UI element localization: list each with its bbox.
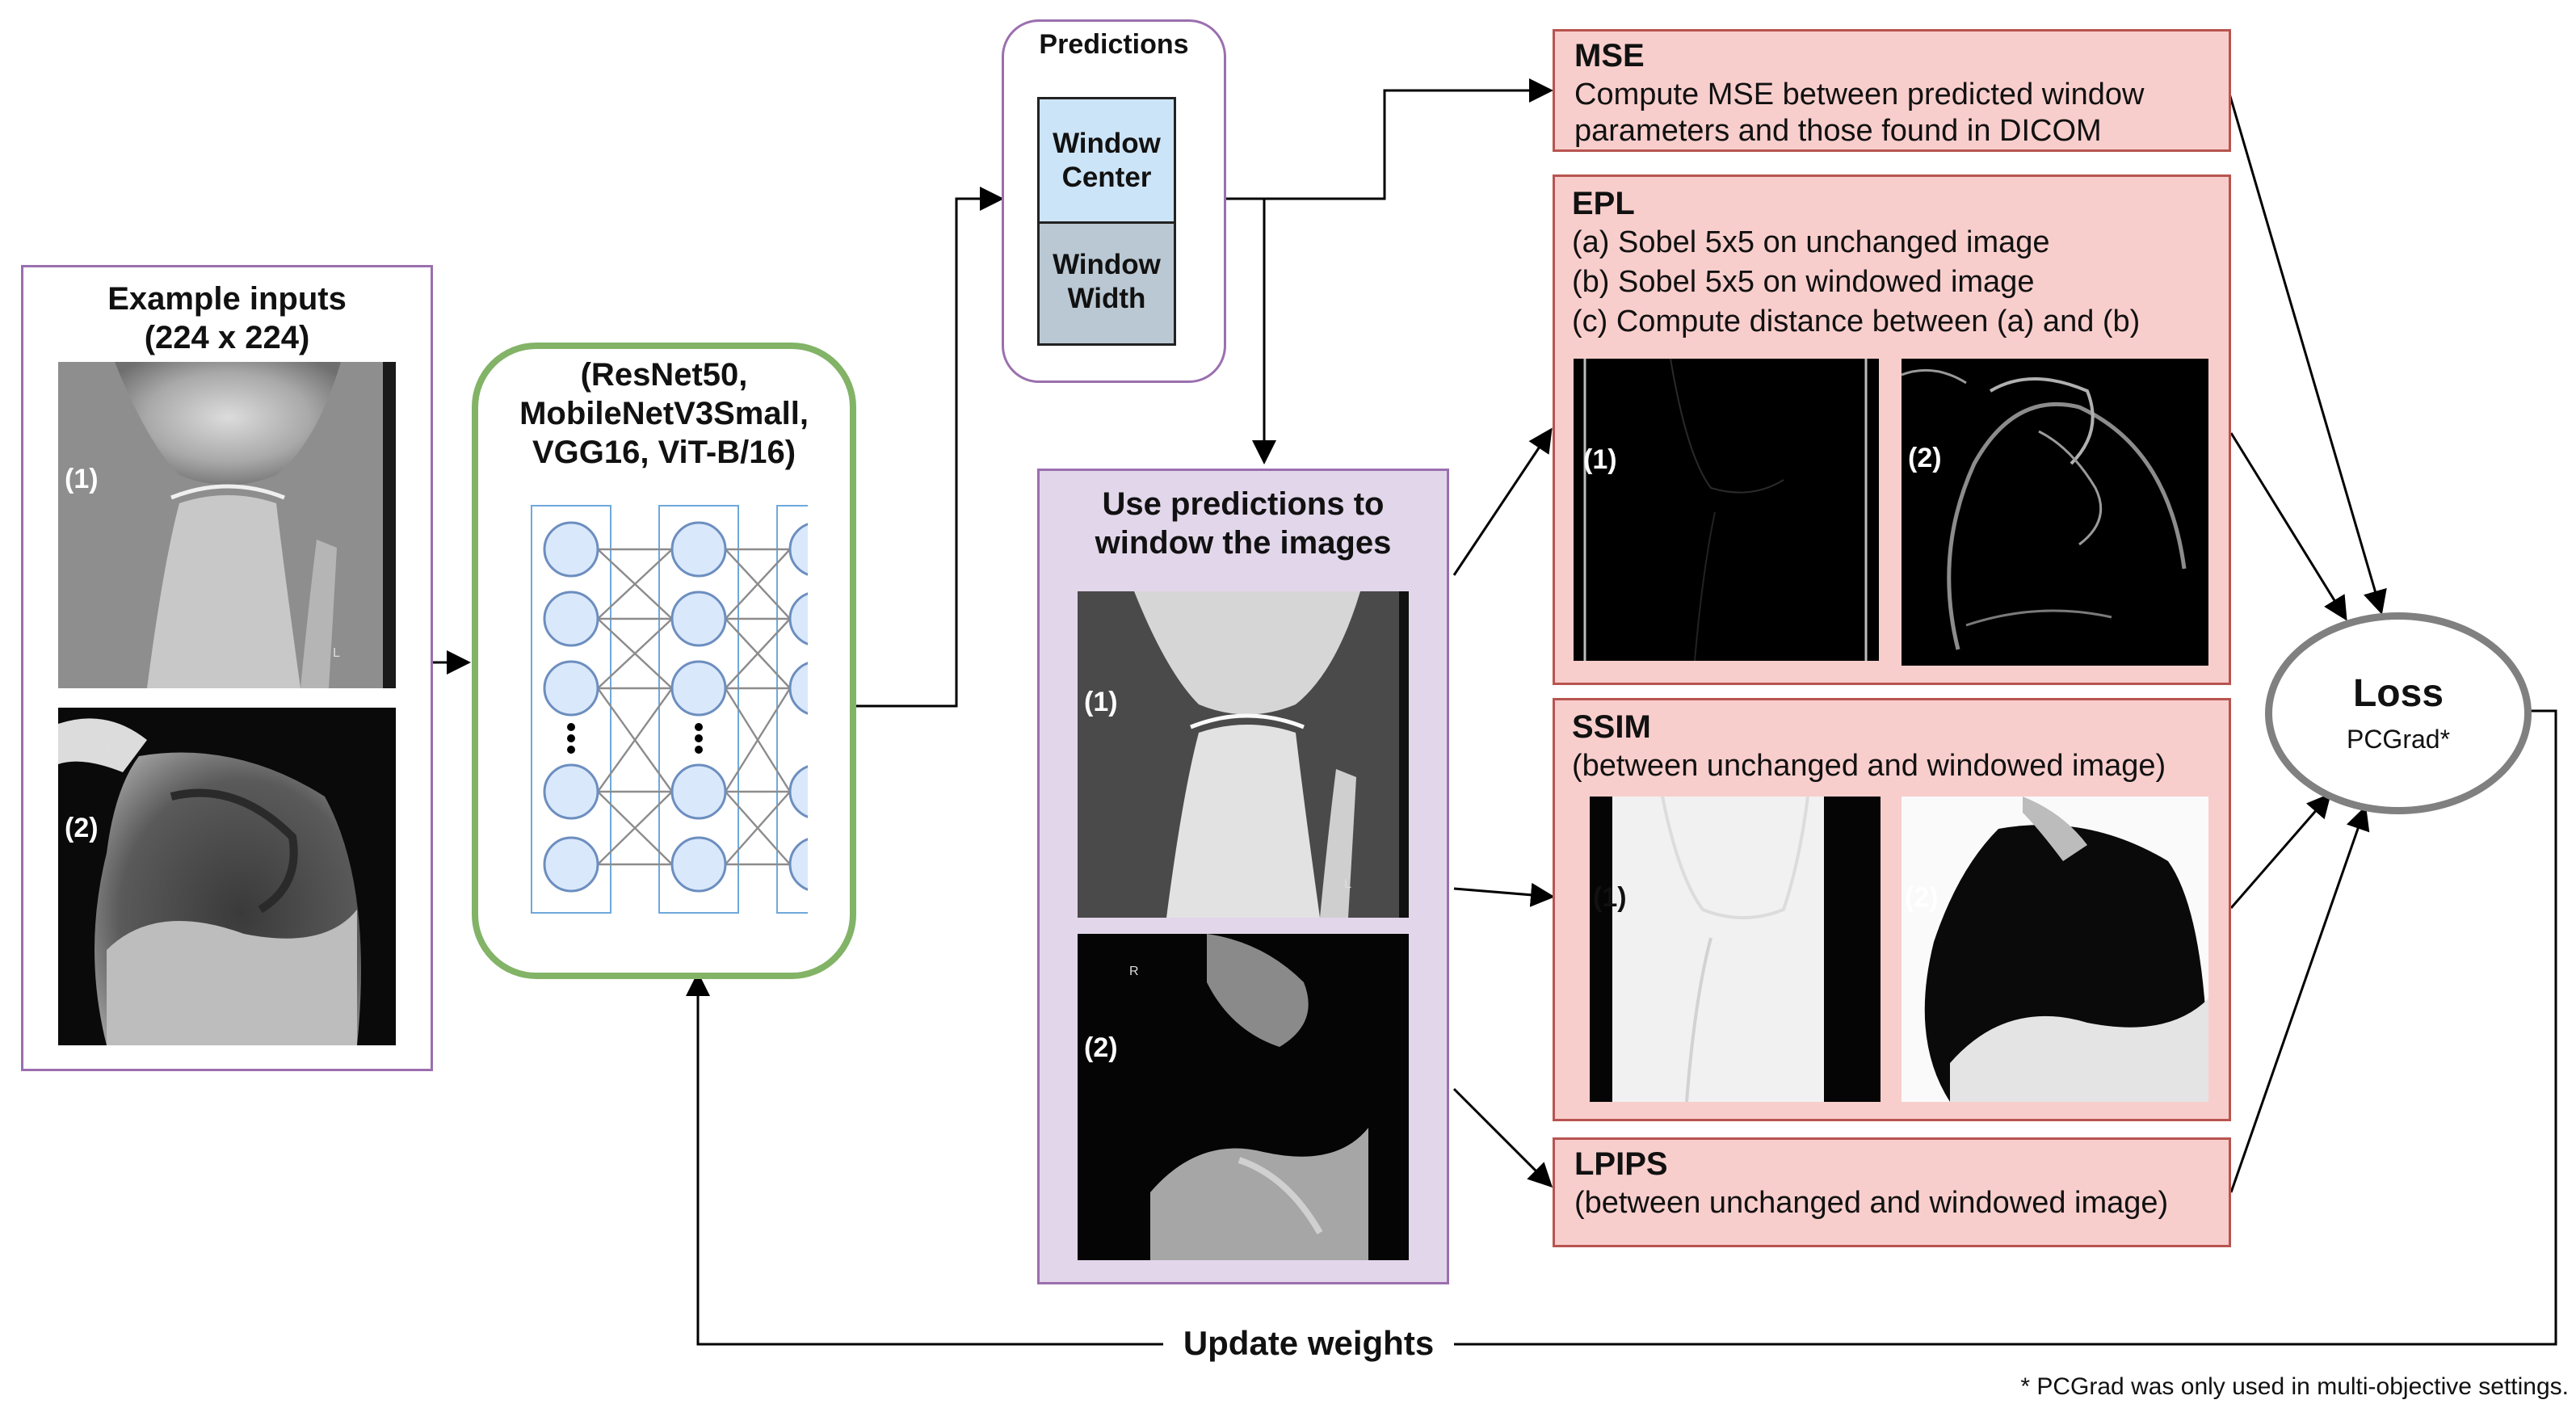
- windowing-title-line1: Use predictions to: [1102, 486, 1385, 522]
- model-names-line3: VGG16, ViT-B/16): [532, 435, 796, 470]
- ssim-image-1-label: (1): [1593, 882, 1627, 913]
- model-names-line2: MobileNetV3Small,: [519, 396, 809, 431]
- window-center-cell: Window Center: [1037, 97, 1176, 221]
- mse-panel: MSE Compute MSE between predicted window…: [1553, 29, 2231, 152]
- windowing-title: Use predictions to window the images: [1037, 485, 1449, 562]
- neural-network-icon: [531, 505, 808, 914]
- epl-title: EPL: [1572, 186, 1635, 221]
- mse-line2: parameters and those found in DICOM: [1574, 114, 2102, 148]
- input-image-1-label: (1): [65, 464, 99, 494]
- example-inputs-title: Example inputs (224 x 224): [21, 280, 433, 357]
- input-image-1-marker: L: [333, 646, 340, 660]
- lpips-panel: LPIPS (between unchanged and windowed im…: [1553, 1137, 2231, 1247]
- model-names-line1: (ResNet50,: [580, 357, 748, 393]
- epl-image-2-label: (2): [1908, 443, 1942, 473]
- ssim-line1: (between unchanged and windowed image): [1572, 749, 2166, 783]
- windowed-chest-graphic: [1078, 934, 1409, 1260]
- epl-text: EPL (a) Sobel 5x5 on unchanged image (b)…: [1572, 184, 2226, 342]
- arrow-ssim-to-loss: [2229, 792, 2331, 909]
- window-center-line2: Center: [1061, 162, 1152, 193]
- epl-line1: (a) Sobel 5x5 on unchanged image: [1572, 225, 2050, 259]
- update-weights-label: Update weights: [1163, 1323, 1454, 1364]
- model-names: (ResNet50, MobileNetV3Small, VGG16, ViT-…: [472, 355, 856, 472]
- example-inputs-size: (224 x 224): [144, 320, 310, 355]
- windowed-image-knee: (1) L: [1078, 591, 1409, 918]
- arrow-mse-to-loss: [2228, 93, 2387, 615]
- epl-image-chest: (2): [1902, 359, 2208, 666]
- predictions-title: Predictions: [1039, 29, 1189, 60]
- windowing-title-line2: window the images: [1095, 525, 1392, 561]
- input-image-2-marker: R: [107, 742, 116, 755]
- lpips-line1: (between unchanged and windowed image): [1574, 1186, 2169, 1220]
- arrow-lpips-to-loss: [2229, 805, 2370, 1193]
- epl-image-1-label: (1): [1583, 444, 1617, 475]
- epl-line2: (b) Sobel 5x5 on windowed image: [1572, 265, 2035, 299]
- window-center-line1: Window: [1053, 128, 1161, 159]
- loss-subtitle: PCGrad*: [2346, 725, 2451, 754]
- arrow-update-weights: [686, 709, 2557, 1346]
- chest-xray-graphic: [58, 708, 396, 1045]
- example-inputs-title-text: Example inputs: [107, 281, 347, 317]
- input-image-2-label: (2): [65, 813, 99, 843]
- input-image-chest: (2) R: [58, 708, 396, 1045]
- epl-line3: (c) Compute distance between (a) and (b): [1572, 305, 2141, 338]
- ssim-image-knee: (1): [1590, 797, 1881, 1102]
- ssim-image-2-label: (2): [1905, 882, 1939, 913]
- windowed-knee-graphic: [1078, 591, 1409, 918]
- windowed-image-2-label: (2): [1084, 1032, 1118, 1063]
- ssim-image-chest: (2): [1902, 797, 2208, 1102]
- window-width-line2: Width: [1067, 283, 1146, 314]
- window-width-line1: Window: [1053, 249, 1161, 280]
- loss-node: Loss PCGrad*: [2265, 612, 2532, 814]
- epl-chest-edges: [1902, 368, 2187, 650]
- epl-image-knee: (1): [1574, 359, 1879, 661]
- lpips-title: LPIPS: [1574, 1146, 1668, 1182]
- arrow-windowing-to-ssim: [1453, 882, 1555, 907]
- mse-title: MSE: [1574, 38, 1645, 74]
- ssim-knee-map: [1590, 797, 1881, 1102]
- arrow-windowing-to-epl: [1452, 427, 1553, 576]
- ssim-title: SSIM: [1572, 709, 1651, 745]
- knee-xray-graphic: [58, 362, 396, 688]
- windowed-image-1-marker: L: [1344, 877, 1351, 891]
- window-width-cell: Window Width: [1037, 221, 1176, 346]
- mse-line1: Compute MSE between predicted window: [1574, 78, 2145, 111]
- arrow-epl-to-loss: [2229, 432, 2347, 621]
- windowed-image-chest: (2) R: [1078, 934, 1409, 1260]
- arrow-model-to-predictions: [856, 187, 1004, 708]
- windowed-image-1-label: (1): [1084, 687, 1118, 717]
- loss-title: Loss: [2352, 672, 2444, 715]
- arrow-predictions-to-mse: [1220, 78, 1553, 200]
- input-image-knee: (1) L: [58, 362, 396, 688]
- arrow-windowing-to-lpips: [1452, 1087, 1553, 1188]
- ssim-chest-map: [1924, 797, 2208, 1102]
- footnote: * PCGrad was only used in multi-objectiv…: [2020, 1373, 2569, 1400]
- windowed-image-2-marker: R: [1129, 965, 1139, 978]
- ssim-text: SSIM (between unchanged and windowed ima…: [1572, 708, 2226, 786]
- epl-knee-edges: [1583, 359, 1868, 661]
